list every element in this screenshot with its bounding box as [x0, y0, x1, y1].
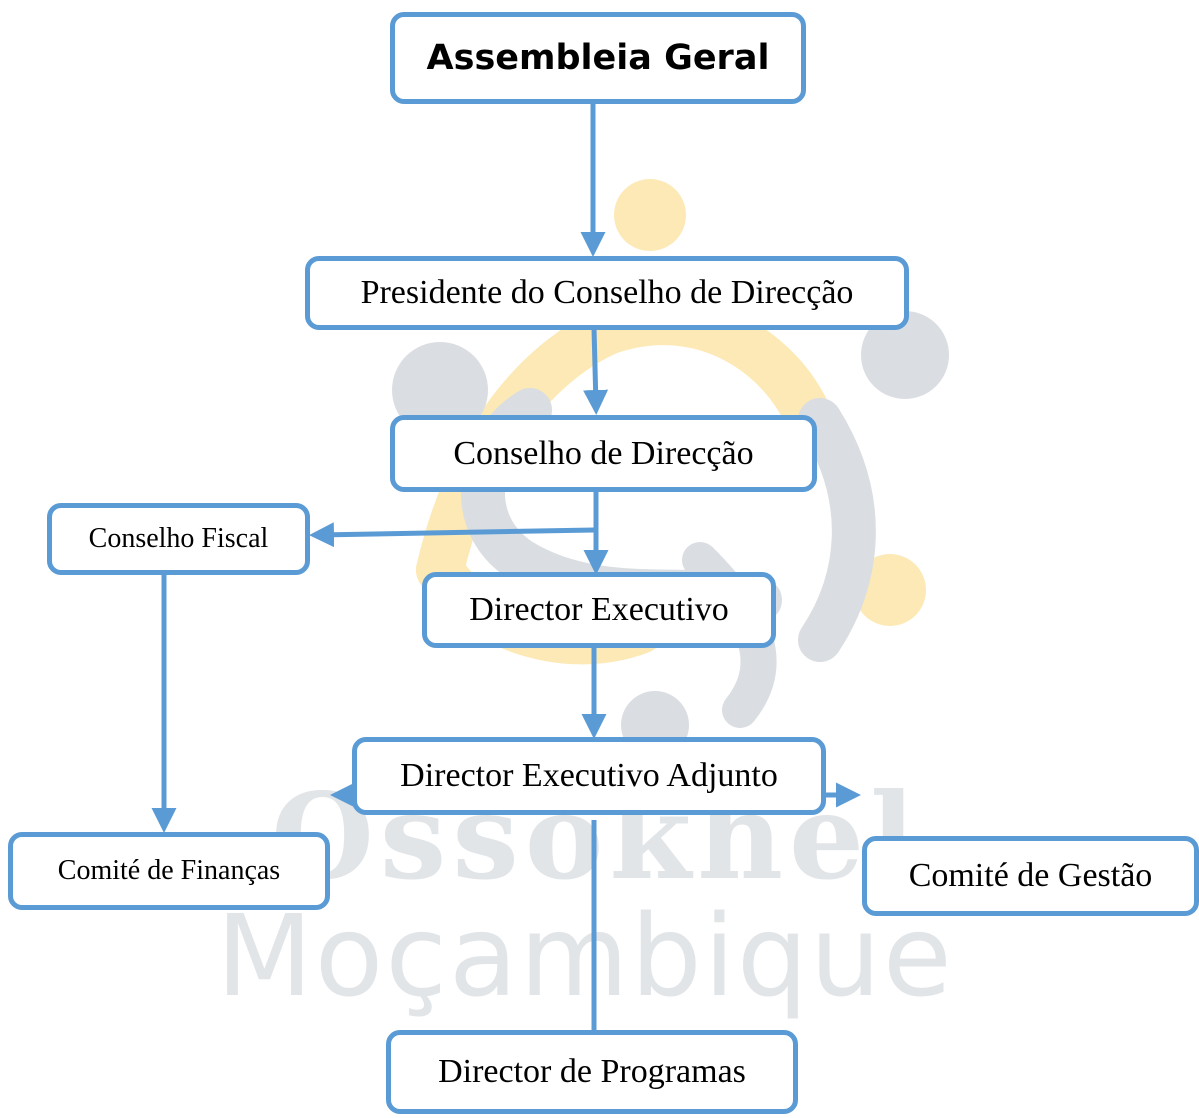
watermark-yellow-dot	[854, 554, 926, 626]
node-label: Conselho de Direcção	[453, 434, 754, 472]
arrow-presidente-to-conselho-direccao	[583, 327, 609, 415]
node-label: Presidente do Conselho de Direcção	[360, 274, 854, 311]
watermark-yellow-dot	[614, 179, 686, 251]
watermark-gray-dot	[392, 342, 488, 438]
node-comite-financas: Comité de Finanças	[8, 832, 330, 910]
node-director-executivo: Director Executivo	[422, 572, 776, 648]
node-label: Assembleia Geral	[426, 38, 770, 78]
node-label: Comité de Gestão	[908, 857, 1153, 894]
node-comite-gestao: Comité de Gestão	[862, 836, 1199, 916]
watermark-gray-dot	[861, 311, 949, 399]
node-conselho-fiscal: Conselho Fiscal	[47, 503, 310, 575]
watermark-country: Moçambique	[216, 892, 954, 1022]
node-conselho-direccao: Conselho de Direcção	[390, 415, 817, 492]
watermark-gray-arc	[798, 398, 876, 662]
arrow-to-conselho-fiscal	[309, 522, 595, 548]
node-presidente-conselho-direccao: Presidente do Conselho de Direcção	[305, 256, 909, 330]
node-label: Conselho Fiscal	[88, 523, 269, 554]
node-director-programas: Director de Programas	[386, 1030, 798, 1114]
node-label: Director Executivo	[469, 591, 729, 628]
node-label: Comité de Finanças	[57, 855, 281, 886]
node-label: Director de Programas	[438, 1053, 746, 1090]
node-director-executivo-adjunto: Director Executivo Adjunto	[352, 737, 826, 815]
node-assembleia-geral: Assembleia Geral	[390, 12, 806, 104]
node-label: Director Executivo Adjunto	[400, 757, 778, 794]
